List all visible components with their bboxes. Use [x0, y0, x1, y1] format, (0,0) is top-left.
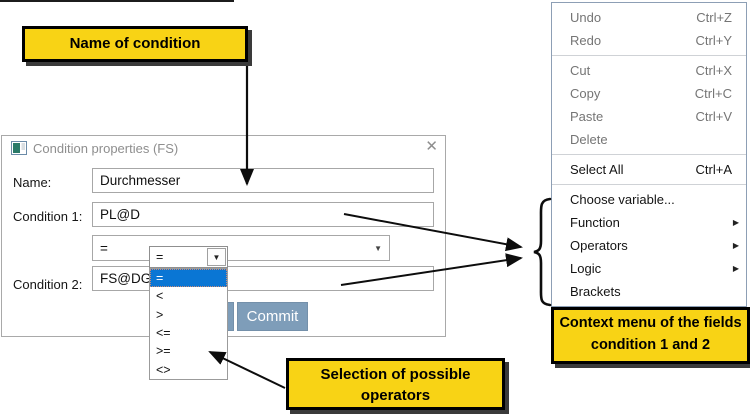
menu-item-cut: Cut Ctrl+X [552, 59, 746, 82]
operator-option[interactable]: < [156, 289, 164, 304]
menu-item-delete: Delete [552, 128, 746, 151]
condition2-label: Condition 2: [13, 277, 83, 292]
menu-item-shortcut: Ctrl+Y [695, 33, 732, 48]
menu-item-label: Delete [570, 132, 608, 147]
callout-line: operators [360, 387, 431, 405]
name-value: Durchmesser [100, 173, 181, 188]
condition2-input[interactable]: FS@DG [92, 266, 434, 291]
menu-item-shortcut: Ctrl+C [694, 86, 732, 101]
dropdown-arrow-icon: ▼ [374, 243, 382, 253]
condition2-value: FS@DG [100, 271, 152, 286]
menu-item-label: Undo [570, 10, 602, 25]
menu-item-label: Copy [570, 86, 601, 101]
menu-item-label: Logic [570, 261, 602, 276]
menu-item-shortcut: Ctrl+X [695, 63, 732, 78]
dialog-title: Condition properties (FS) [33, 141, 179, 156]
submenu-arrow-icon: ▶ [732, 241, 739, 250]
menu-item-label: Operators [570, 238, 628, 253]
callout-line: Selection of possible [320, 366, 471, 383]
menu-item-label: Function [570, 215, 620, 230]
operator-combobox-open[interactable]: = ▼ [149, 246, 228, 268]
operator-option[interactable]: >= [156, 344, 171, 359]
context-menu: Undo Ctrl+Z Redo Ctrl+Y Cut Ctrl+X Copy Ctrl+C P… [551, 2, 747, 307]
menu-item-logic[interactable]: Logic ▶ [552, 257, 746, 280]
menu-item-label: Brackets [570, 284, 621, 299]
condition1-input[interactable]: PL@D [92, 202, 434, 227]
operator-option[interactable]: <> [156, 362, 171, 377]
menu-item-choose-variable[interactable]: Choose variable... [552, 188, 746, 211]
condition1-value: PL@D [100, 207, 140, 222]
operator-combobox[interactable]: = ▼ [92, 235, 390, 261]
menu-item-label: Select All [570, 162, 624, 177]
close-icon[interactable]: ✕ [425, 138, 438, 155]
commit-button[interactable]: Commit [237, 302, 308, 331]
operator-open-value: = [156, 250, 164, 264]
menu-item-function[interactable]: Function ▶ [552, 211, 746, 234]
callout-line: condition 1 and 2 [590, 336, 711, 353]
image-edge-line [0, 0, 234, 2]
callout-selection-of-operators: Selection of possible operators [286, 358, 505, 410]
menu-item-copy: Copy Ctrl+C [552, 82, 746, 105]
menu-item-redo: Redo Ctrl+Y [552, 29, 746, 52]
menu-item-label: Choose variable... [570, 192, 675, 207]
operator-options-list: =<><=>=<> [149, 268, 228, 380]
callout-name-of-condition: Name of condition [22, 26, 248, 62]
menu-item-select-all[interactable]: Select All Ctrl+A [552, 158, 746, 181]
window-icon [11, 141, 27, 155]
operator-option[interactable]: = [150, 269, 227, 288]
menu-item-brackets[interactable]: Brackets [552, 280, 746, 303]
submenu-arrow-icon: ▶ [732, 264, 739, 273]
menu-separator [552, 55, 746, 56]
operator-option[interactable]: <= [156, 326, 171, 341]
menu-item-undo: Undo Ctrl+Z [552, 6, 746, 29]
callout-context-menu: Context menu of the fields condition 1 a… [551, 307, 750, 364]
condition1-label: Condition 1: [13, 209, 83, 224]
menu-item-paste: Paste Ctrl+V [552, 105, 746, 128]
menu-item-operators[interactable]: Operators ▶ [552, 234, 746, 257]
menu-item-label: Redo [570, 33, 602, 48]
menu-item-shortcut: Ctrl+V [695, 109, 732, 124]
menu-item-shortcut: Ctrl+Z [696, 10, 732, 25]
name-label: Name: [13, 175, 52, 190]
menu-item-label: Cut [570, 63, 591, 78]
operator-value: = [100, 240, 108, 256]
name-input[interactable]: Durchmesser [92, 168, 434, 193]
menu-item-shortcut: Ctrl+A [695, 162, 732, 177]
dropdown-arrow-icon[interactable]: ▼ [207, 248, 226, 266]
submenu-arrow-icon: ▶ [732, 218, 739, 227]
menu-separator [552, 184, 746, 185]
operator-option[interactable]: > [156, 307, 164, 322]
menu-separator [552, 154, 746, 155]
curly-brace [533, 197, 552, 307]
menu-item-label: Paste [570, 109, 604, 124]
callout-line: Context menu of the fields [559, 315, 742, 331]
